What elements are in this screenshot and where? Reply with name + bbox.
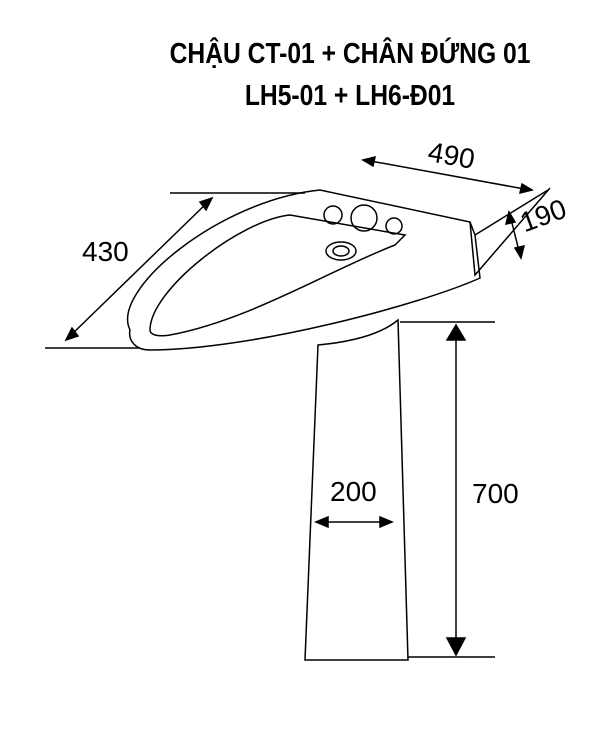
basin xyxy=(127,187,551,351)
dim-depth: 430 xyxy=(82,236,129,267)
title-line-2: LH5-01 + LH6-Đ01 xyxy=(244,80,456,112)
dim-pedestal-width: 200 xyxy=(330,476,377,507)
dimension-lines xyxy=(45,155,534,658)
title-line-1: CHẬU CT-01 + CHÂN ĐỨNG 01 xyxy=(169,38,531,70)
pedestal xyxy=(304,318,409,661)
dim-pedestal-height: 700 xyxy=(472,478,519,509)
